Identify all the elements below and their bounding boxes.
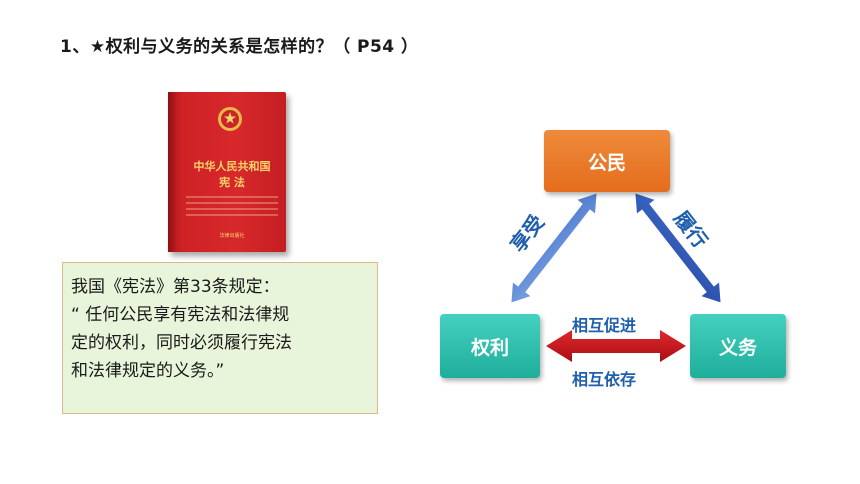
rights-box: 权利 — [440, 314, 540, 378]
mutual-double-arrow — [546, 330, 686, 362]
citizen-box: 公民 — [544, 130, 670, 192]
duties-box: 义务 — [690, 314, 786, 378]
book-title-line2: 宪 法 — [219, 176, 245, 189]
book-spine — [168, 92, 176, 252]
quote-line: 和法律规定的义务。” — [71, 361, 225, 381]
quote-line: 我国《宪法》第33条规定： — [71, 277, 280, 297]
quote-line: 定的权利，同时必须履行宪法 — [71, 333, 292, 353]
quote-line: “ 任何公民享有宪法和法律规 — [71, 305, 290, 325]
constitution-book-image: 中华人民共和国 宪 法 法律出版社 — [168, 92, 286, 252]
promote-label: 相互促进 — [572, 316, 637, 335]
book-text-lines — [186, 196, 278, 220]
book-title-line1: 中华人民共和国 — [193, 160, 271, 173]
book-publisher: 法律出版社 — [219, 233, 245, 239]
page-title: 1、★权利与义务的关系是怎样的？（ P54 ） — [60, 37, 419, 57]
national-emblem-icon — [218, 107, 242, 131]
depend-label: 相互依存 — [572, 370, 637, 389]
fulfill-double-arrow — [634, 192, 722, 304]
constitution-quote-box: 我国《宪法》第33条规定： “ 任何公民享有宪法和法律规 定的权利，同时必须履行… — [62, 262, 378, 414]
enjoy-double-arrow — [510, 192, 598, 304]
